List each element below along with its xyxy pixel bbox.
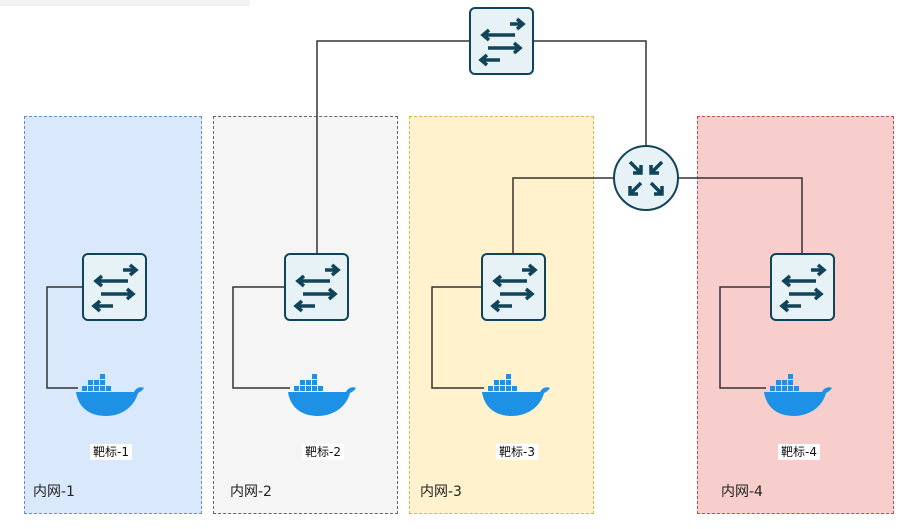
target-label-3: 靶标-3 [496,444,538,460]
link-core-switch-to-switch-2 [316,40,470,253]
switch-icon [770,253,835,321]
zone-label-4: 内网-4 [721,484,763,500]
zone-label-1: 内网-1 [33,484,75,500]
target-label-4: 靶标-4 [778,444,820,460]
target-label-1: 靶标-1 [90,444,132,460]
top-edge-strip [0,0,250,6]
link-switch-1-to-target-1 [46,286,83,389]
core-switch-icon [469,7,534,75]
router-icon [613,145,679,211]
link-switch-4-to-target-4 [719,286,771,389]
switch-icon [284,253,349,321]
switch-icon [82,253,147,321]
docker-icon [482,374,550,416]
link-router-to-switch-4 [678,177,803,253]
link-switch-3-to-target-3 [431,286,484,389]
switch-icon [481,253,546,321]
link-switch-2-to-target-2 [232,286,290,389]
docker-icon [76,374,144,416]
zone-label-3: 内网-3 [420,484,462,500]
docker-icon [764,374,832,416]
zone-label-2: 内网-2 [230,484,272,500]
target-label-2: 靶标-2 [302,444,344,460]
link-router-to-switch-3 [512,177,614,253]
link-core-switch-to-router [533,40,647,146]
docker-icon [288,374,356,416]
